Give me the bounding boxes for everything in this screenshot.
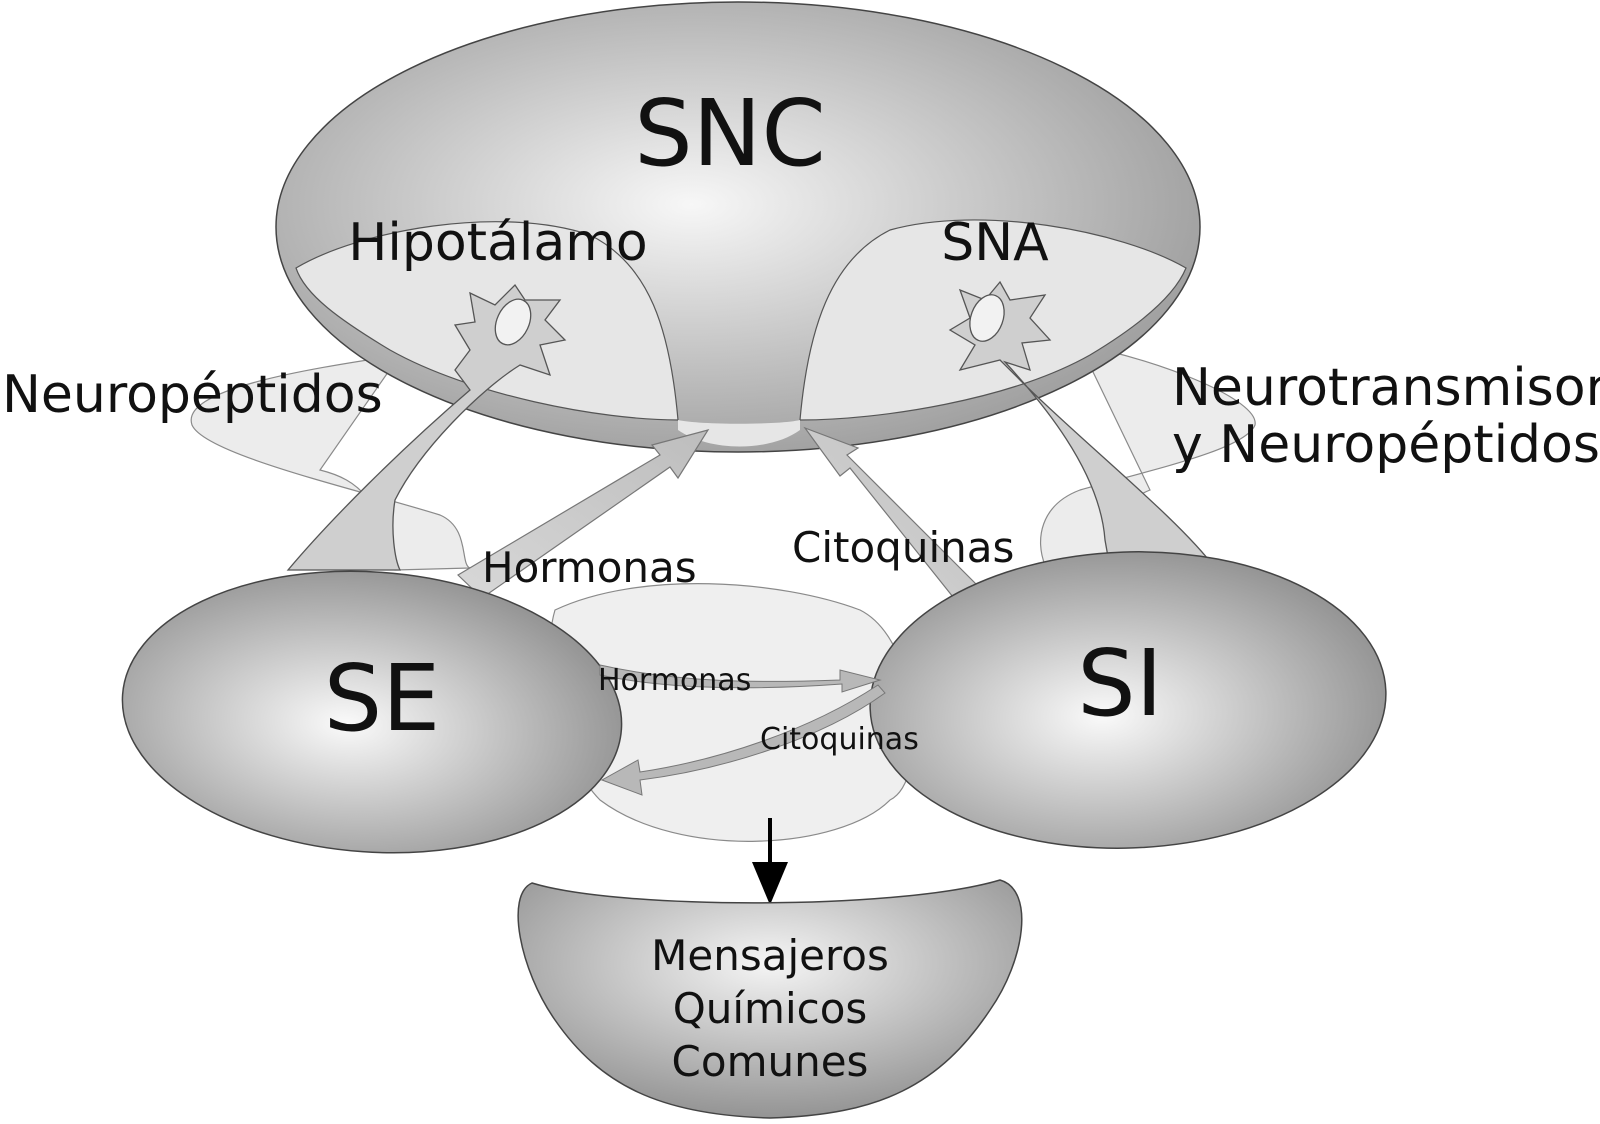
si-node (869, 551, 1387, 849)
snc-label: SNC (634, 80, 825, 187)
hormonas-top-label: Hormonas (482, 543, 697, 592)
mensajeros-line2: Químicos (673, 984, 868, 1033)
hipotalamo-neuron-icon (286, 283, 567, 571)
hormonas-arrow-right (599, 664, 882, 693)
citoquinas-top-label: Citoquinas (792, 523, 1014, 572)
mensajeros-node (517, 879, 1023, 1119)
hipotalamo-label: Hipotálamo (348, 213, 647, 273)
sna-label: SNA (941, 213, 1049, 273)
si-label: SI (1077, 630, 1163, 737)
down-arrow-icon (752, 818, 788, 905)
citoquinas-arrow-up (803, 426, 994, 613)
hormonas-mid-label: Hormonas (598, 663, 751, 698)
mensajeros-line3: Comunes (672, 1037, 869, 1086)
neuropeptidos-label: Neuropéptidos (2, 365, 383, 425)
snc-bottom (678, 420, 800, 447)
citoquinas-mid-label: Citoquinas (760, 722, 919, 757)
se-node (121, 570, 623, 854)
se-label: SE (324, 645, 441, 752)
neurotransmisores-line2: y Neuropéptidos (1172, 415, 1600, 475)
citoquinas-arrow-left (600, 684, 886, 796)
hormonas-arrow-up (457, 429, 710, 599)
neurotransmisores-line1: Neurotransmisores (1172, 358, 1600, 418)
mensajeros-line1: Mensajeros (651, 931, 889, 980)
